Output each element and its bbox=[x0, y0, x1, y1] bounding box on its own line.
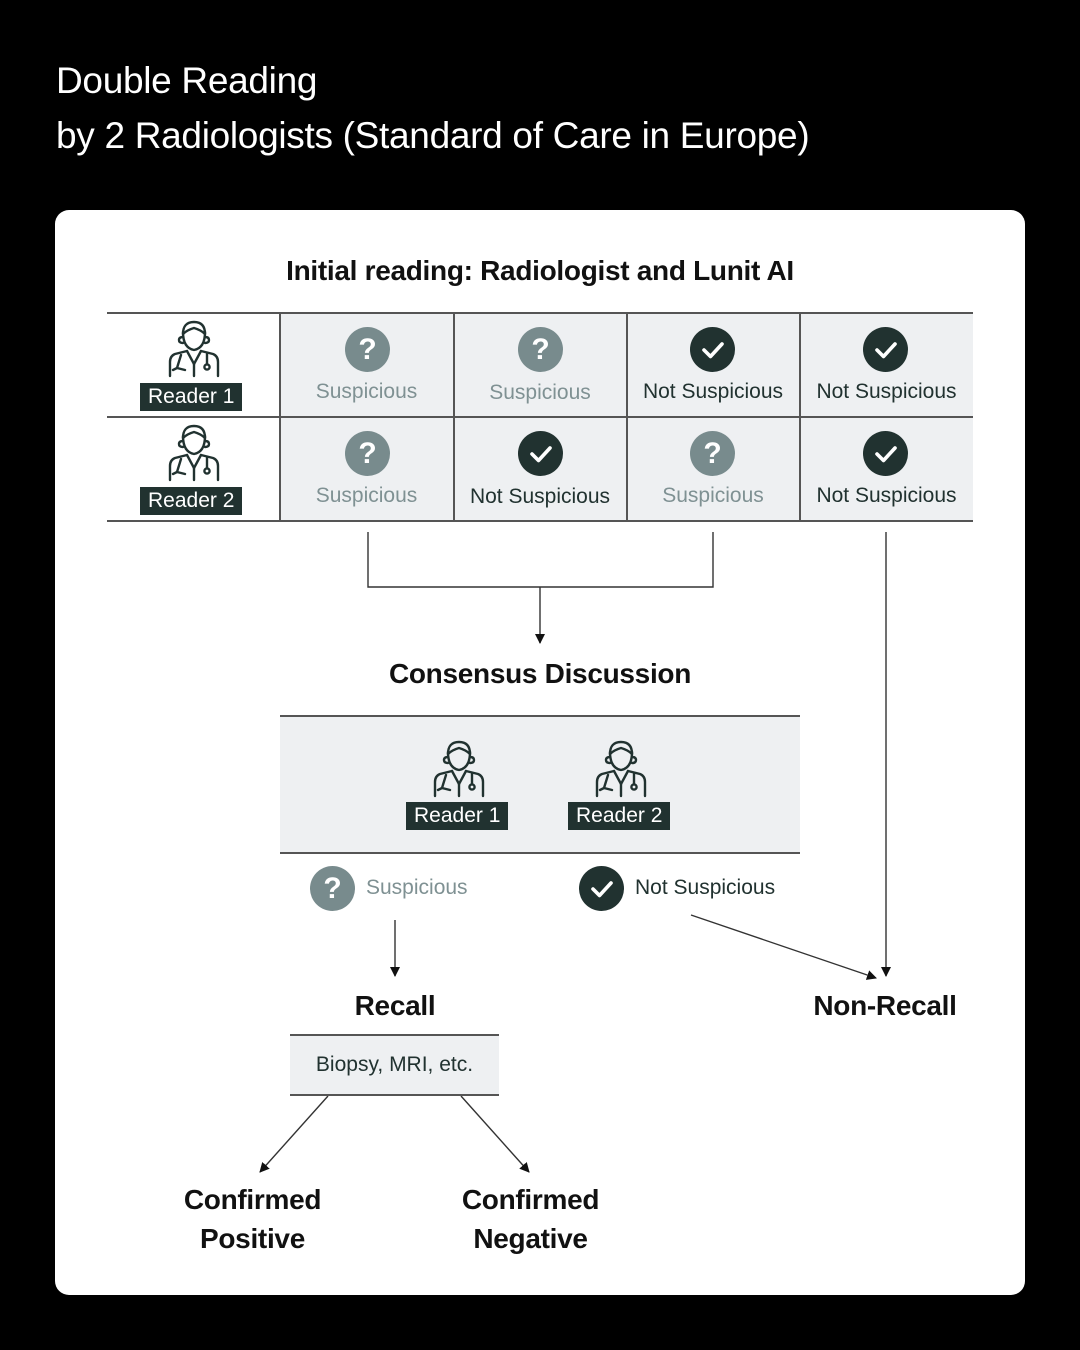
check-icon bbox=[690, 327, 735, 372]
page-title-line2: by 2 Radiologists (Standard of Care in E… bbox=[56, 115, 810, 156]
check-icon bbox=[579, 866, 624, 911]
followup-bottom-line bbox=[290, 1094, 499, 1096]
consensus-reader-1-label: Reader 1 bbox=[406, 802, 509, 830]
confirmed-positive: Confirmed Positive bbox=[145, 1180, 360, 1258]
check-icon bbox=[518, 431, 563, 476]
reader-1-result-1: Suspicious bbox=[315, 380, 418, 403]
recall-heading: Recall bbox=[354, 990, 436, 1021]
grid-line bbox=[799, 313, 801, 521]
question-icon: ? bbox=[345, 327, 390, 372]
consensus-bottom-line bbox=[280, 852, 800, 854]
confirmed-negative-line1: Confirmed bbox=[461, 1184, 600, 1215]
diagram-card: Initial reading: Radiologist and Lunit A… bbox=[55, 210, 1025, 1295]
reader-2-label: Reader 2 bbox=[140, 487, 243, 515]
flow-connectors bbox=[259, 532, 891, 1173]
reader-1-label: Reader 1 bbox=[140, 383, 243, 411]
question-icon: ? bbox=[690, 431, 735, 476]
check-icon bbox=[863, 431, 908, 476]
doctor-icon bbox=[168, 320, 220, 378]
grid-line bbox=[107, 520, 973, 522]
reader-2-result-1: Suspicious bbox=[315, 484, 418, 507]
confirmed-negative-line2: Negative bbox=[473, 1223, 588, 1254]
confirmed-positive-line2: Positive bbox=[200, 1223, 305, 1254]
consensus-reader-2-label: Reader 2 bbox=[568, 802, 671, 830]
disagreement-bracket bbox=[367, 532, 714, 588]
consensus-box bbox=[280, 716, 800, 853]
doctor-icon bbox=[595, 740, 647, 798]
grid-line bbox=[453, 313, 455, 521]
doctor-icon bbox=[168, 424, 220, 482]
reader-2-result-4: Not Suspicious bbox=[816, 484, 957, 507]
grid-line bbox=[279, 313, 281, 521]
consensus-top-line bbox=[280, 715, 800, 717]
page-title-line1: Double Reading bbox=[56, 60, 318, 101]
arrow-consensus-to-non-recall bbox=[690, 914, 877, 980]
confirmed-positive-line1: Confirmed bbox=[183, 1184, 322, 1215]
non-recall-heading: Non-Recall bbox=[813, 990, 957, 1021]
arrow-to-confirmed-negative bbox=[460, 1095, 530, 1173]
question-icon: ? bbox=[310, 866, 355, 911]
followup-box bbox=[290, 1035, 499, 1095]
followup-text: Biopsy, MRI, etc. bbox=[315, 1053, 474, 1076]
doctor-icon bbox=[433, 740, 485, 798]
initial-reading-heading: Initial reading: Radiologist and Lunit A… bbox=[286, 255, 794, 286]
reader-2-result-2: Not Suspicious bbox=[469, 485, 611, 508]
reader-1-result-3: Not Suspicious bbox=[642, 380, 784, 403]
grid-line bbox=[626, 313, 628, 521]
reader-1-result-2: Suspicious bbox=[489, 381, 591, 404]
consensus-outcome-suspicious: Suspicious bbox=[366, 876, 468, 899]
consensus-outcome-not-suspicious: Not Suspicious bbox=[635, 876, 776, 899]
confirmed-negative: Confirmed Negative bbox=[423, 1180, 638, 1258]
check-icon bbox=[863, 327, 908, 372]
grid-line bbox=[107, 416, 973, 418]
question-icon: ? bbox=[518, 327, 563, 372]
followup-top-line bbox=[290, 1034, 499, 1036]
reader-2-result-3: Suspicious bbox=[662, 484, 764, 507]
consensus-heading: Consensus Discussion bbox=[388, 658, 692, 689]
reader-1-result-4: Not Suspicious bbox=[816, 380, 957, 403]
grid-line bbox=[107, 312, 973, 314]
question-icon: ? bbox=[345, 431, 390, 476]
arrow-to-confirmed-positive bbox=[259, 1095, 329, 1173]
